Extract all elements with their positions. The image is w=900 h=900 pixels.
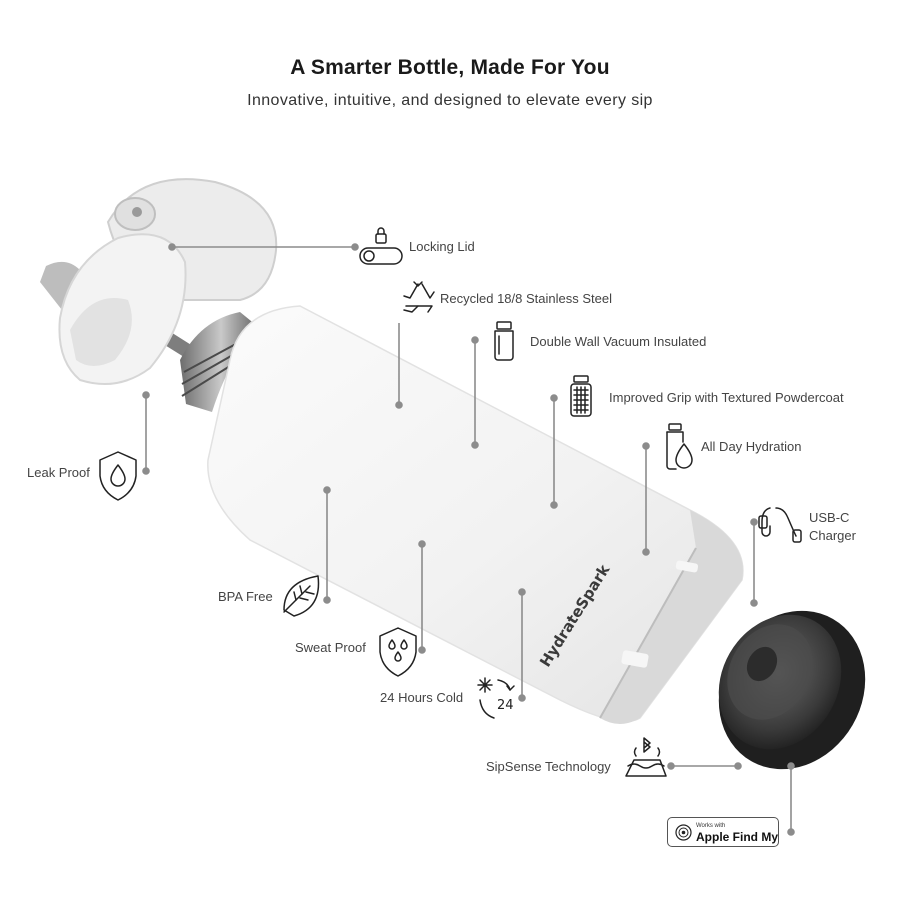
bpa-free-label: BPA Free	[218, 589, 273, 604]
bottle-base-band	[600, 510, 743, 724]
leaf-icon	[283, 575, 320, 617]
textured-bottle-icon	[570, 375, 592, 417]
usb-c-label-line2: Charger	[809, 528, 856, 543]
sweat-proof-label: Sweat Proof	[295, 640, 366, 655]
find-my-icon	[675, 824, 692, 841]
recycle-icon	[403, 281, 435, 313]
page-title: A Smarter Bottle, Made For You	[290, 56, 610, 79]
badge-works-with: Works with	[696, 823, 726, 829]
usb-c-cable-icon	[758, 507, 802, 543]
snowflake-24-icon	[477, 677, 515, 719]
locking-lid-label: Locking Lid	[409, 239, 475, 254]
shield-drop-icon	[99, 451, 137, 501]
leak-proof-label: Leak Proof	[27, 465, 90, 480]
insulated-bottle-icon	[494, 321, 514, 361]
callout-lines	[142, 243, 795, 836]
sipsense-label: SipSense Technology	[486, 759, 611, 774]
badge-find-my-text: Apple Find My	[696, 830, 778, 844]
smart-puck	[718, 610, 866, 770]
bottle-body: HydrateSpark	[207, 305, 744, 724]
lock-toggle-icon	[359, 227, 403, 265]
hydration-label: All Day Hydration	[701, 439, 802, 454]
apple-find-my-badge: Works with Apple Find My	[667, 817, 779, 847]
snowflake-24-text: 24	[497, 698, 514, 713]
page-subtitle: Innovative, intuitive, and designed to e…	[247, 92, 653, 109]
recycled-steel-label: Recycled 18/8 Stainless Steel	[440, 291, 612, 306]
grip-label: Improved Grip with Textured Powdercoat	[609, 390, 844, 405]
usb-c-label-line1: USB-C	[809, 510, 850, 525]
water-bottle-drop-icon	[666, 423, 693, 470]
cold-label: 24 Hours Cold	[380, 690, 464, 705]
double-wall-label: Double Wall Vacuum Insulated	[530, 334, 707, 349]
bluetooth-base-icon	[625, 737, 667, 777]
shield-droplets-icon	[379, 627, 417, 677]
